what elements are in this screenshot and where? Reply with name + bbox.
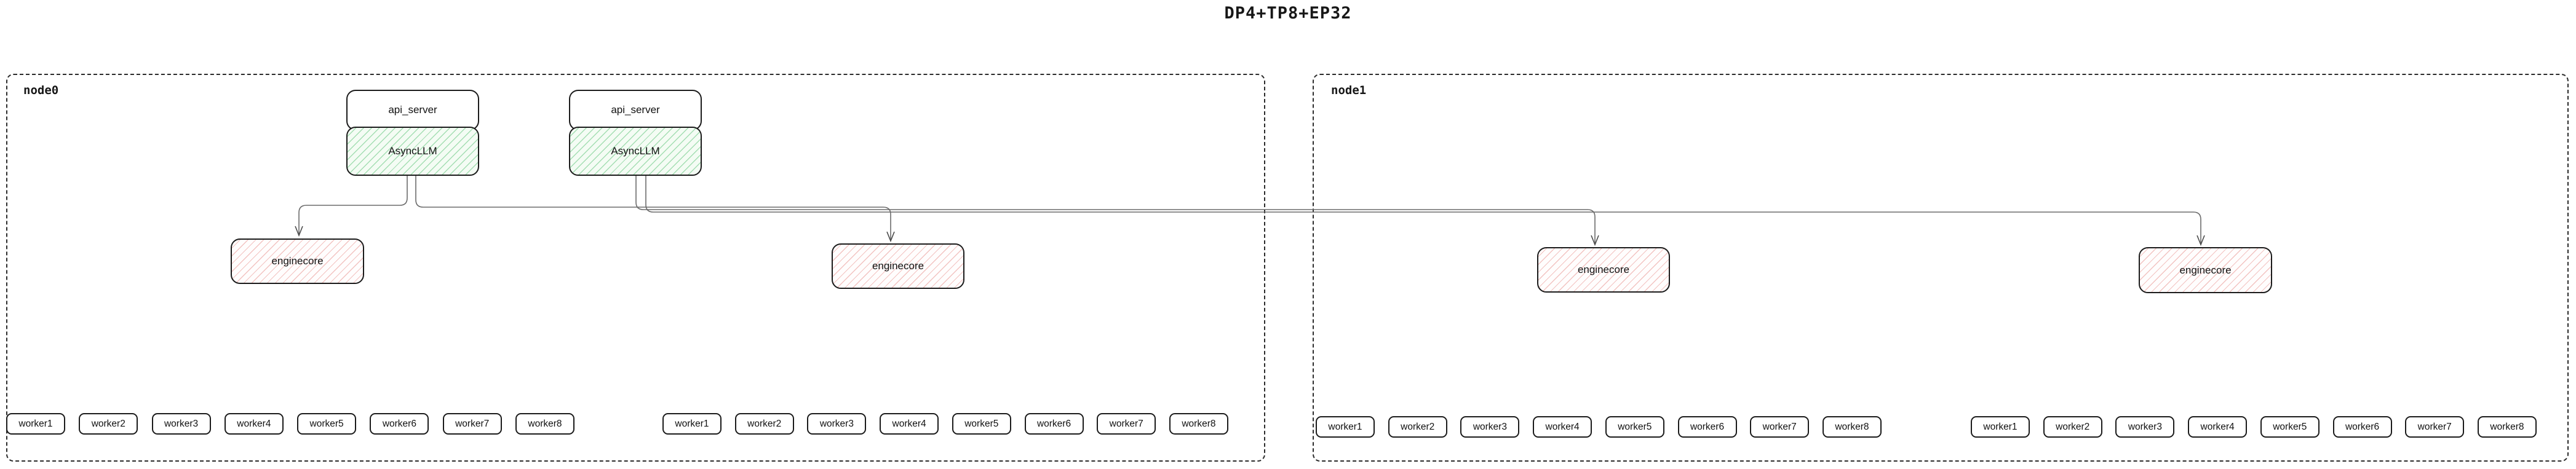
worker-label: worker4 (1545, 421, 1580, 432)
worker-box: worker3 (2115, 416, 2175, 438)
api-server-box-1: api_server (346, 90, 479, 130)
worker-label: worker3 (164, 418, 199, 429)
worker-label: worker2 (747, 418, 782, 429)
enginecore-label-3: enginecore (1577, 264, 1630, 275)
enginecore-box-3: enginecore (1537, 247, 1670, 293)
worker-label: worker2 (2056, 421, 2090, 432)
worker-box: worker4 (224, 413, 284, 435)
worker-label: worker4 (2200, 421, 2235, 432)
worker-box: worker5 (2260, 416, 2320, 438)
worker-label: worker3 (2128, 421, 2162, 432)
worker-label: worker8 (1182, 418, 1216, 429)
worker-label: worker3 (819, 418, 854, 429)
worker-box: worker2 (1388, 416, 1447, 438)
worker-box: worker6 (2332, 416, 2392, 438)
worker-box: worker1 (662, 413, 722, 435)
worker-box: worker7 (1097, 413, 1156, 435)
asyncllm-box-1: AsyncLLM (346, 127, 479, 176)
worker-label: worker1 (1328, 421, 1362, 432)
api-server-label-1: api_server (388, 104, 437, 116)
asyncllm-label-1: AsyncLLM (388, 145, 437, 157)
worker-box: worker1 (6, 413, 65, 435)
worker-box: worker5 (297, 413, 357, 435)
diagram-title: DP4+TP8+EP32 (1224, 4, 1352, 23)
worker-group-1: worker1 worker2 worker3 worker4 worker5 … (6, 413, 574, 435)
worker-label: worker5 (1618, 421, 1652, 432)
node1-container (1313, 74, 2569, 462)
enginecore-label-4: enginecore (2179, 264, 2232, 276)
worker-box: worker2 (79, 413, 138, 435)
worker-box: worker4 (2188, 416, 2248, 438)
worker-box: worker1 (1971, 416, 2030, 438)
enginecore-box-2: enginecore (832, 243, 964, 289)
worker-label: worker1 (675, 418, 709, 429)
worker-label: worker2 (91, 418, 125, 429)
worker-box: worker4 (880, 413, 939, 435)
worker-label: worker6 (382, 418, 416, 429)
enginecore-label-1: enginecore (271, 255, 324, 267)
worker-label: worker4 (892, 418, 926, 429)
worker-label: worker8 (2490, 421, 2524, 432)
worker-box: worker6 (1024, 413, 1084, 435)
asyncllm-label-2: AsyncLLM (611, 145, 660, 157)
worker-box: worker3 (807, 413, 867, 435)
worker-box: worker7 (2405, 416, 2465, 438)
worker-label: worker5 (2273, 421, 2307, 432)
worker-box: worker2 (734, 413, 794, 435)
asyncllm-box-2: AsyncLLM (569, 127, 702, 176)
worker-group-4: worker1 worker2 worker3 worker4 worker5 … (1971, 416, 2537, 438)
worker-label: worker4 (237, 418, 271, 429)
api-server-box-2: api_server (569, 90, 702, 130)
worker-label: worker3 (1473, 421, 1507, 432)
worker-box: worker5 (1605, 416, 1664, 438)
worker-box: worker1 (1316, 416, 1375, 438)
worker-box: worker7 (442, 413, 502, 435)
node1-label: node1 (1331, 84, 1367, 97)
worker-label: worker6 (1036, 418, 1071, 429)
api-server-label-2: api_server (611, 104, 660, 116)
worker-label: worker5 (964, 418, 999, 429)
worker-label: worker7 (1762, 421, 1797, 432)
worker-box: worker8 (2477, 416, 2537, 438)
enginecore-label-2: enginecore (872, 260, 924, 272)
worker-box: worker8 (515, 413, 574, 435)
worker-label: worker6 (2345, 421, 2380, 432)
worker-group-2: worker1 worker2 worker3 worker4 worker5 … (662, 413, 1228, 435)
worker-box: worker7 (1750, 416, 1810, 438)
worker-box: worker6 (370, 413, 429, 435)
worker-label: worker1 (18, 418, 53, 429)
node0-container (6, 74, 1265, 462)
worker-box: worker3 (151, 413, 211, 435)
worker-box: worker2 (2043, 416, 2102, 438)
enginecore-box-1: enginecore (231, 238, 364, 284)
worker-box: worker8 (1169, 413, 1228, 435)
worker-label: worker7 (455, 418, 490, 429)
worker-box: worker8 (1822, 416, 1882, 438)
worker-group-3: worker1 worker2 worker3 worker4 worker5 … (1316, 416, 1882, 438)
worker-box: worker5 (952, 413, 1011, 435)
worker-label: worker6 (1690, 421, 1725, 432)
worker-label: worker8 (528, 418, 562, 429)
worker-box: worker6 (1677, 416, 1737, 438)
worker-label: worker1 (1983, 421, 2017, 432)
worker-label: worker5 (309, 418, 344, 429)
worker-label: worker2 (1401, 421, 1435, 432)
worker-label: worker7 (2417, 421, 2452, 432)
node0-label: node0 (23, 84, 59, 97)
worker-label: worker8 (1835, 421, 1869, 432)
worker-label: worker7 (1109, 418, 1143, 429)
worker-box: worker3 (1460, 416, 1520, 438)
enginecore-box-4: enginecore (2139, 247, 2272, 293)
worker-box: worker4 (1533, 416, 1592, 438)
